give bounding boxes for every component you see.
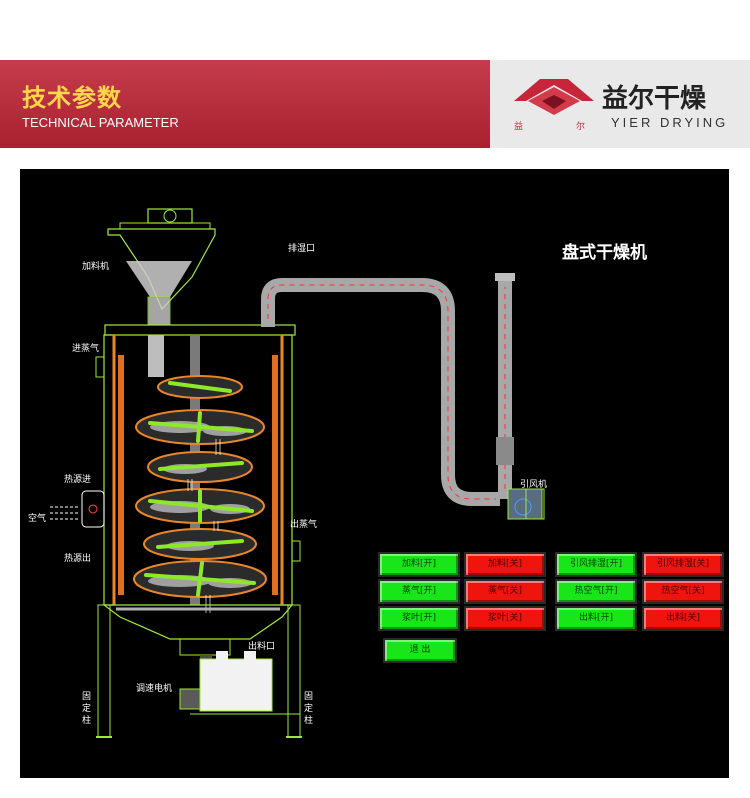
brand-logo-icon	[514, 79, 594, 115]
discharge-off-button[interactable]: 出料[关]	[642, 606, 724, 631]
label-heat-in: 热源进	[64, 475, 92, 485]
brand-name: 益尔干燥	[602, 84, 707, 114]
header-banner: 技术参数 TECHNICAL PARAMETER 益 尔 益尔干燥 YIER D…	[0, 60, 750, 148]
brand-sub-left: 益	[514, 122, 524, 132]
machine-title: 盘式干燥机	[562, 243, 647, 263]
brand-name-en: YIER DRYING	[611, 115, 729, 130]
label-discharge: 出料口	[248, 642, 276, 652]
exit-button[interactable]: 退 出	[383, 638, 457, 663]
section-subtitle: TECHNICAL PARAMETER	[22, 115, 179, 130]
label-feeder: 加料机	[82, 262, 110, 272]
label-motor: 调速电机	[136, 684, 173, 694]
blade-off-button[interactable]: 浆叶[关]	[464, 606, 546, 631]
hot-air-off-button[interactable]: 热空气[关]	[642, 579, 724, 604]
dryer-diagram	[50, 208, 545, 738]
steam-off-button[interactable]: 蒸气[关]	[464, 579, 546, 604]
feed-on-button[interactable]: 加料[开]	[378, 552, 460, 577]
banner-red-panel: 技术参数 TECHNICAL PARAMETER	[0, 60, 490, 148]
fan-exhaust-off-button[interactable]: 引风排湿[关]	[642, 552, 724, 577]
dryer-trays	[133, 375, 267, 613]
discharge-on-button[interactable]: 出料[开]	[555, 606, 637, 631]
label-steam-out: 出蒸气	[290, 520, 318, 530]
scada-screen: 加料机 排湿口 进蒸气 热源进 空气 热源出 出蒸气 引风机 出料口 调速电机 …	[20, 169, 729, 778]
fan-exhaust-on-button[interactable]: 引风排湿[开]	[555, 552, 637, 577]
label-air: 空气	[28, 514, 47, 524]
feed-off-button[interactable]: 加料[关]	[464, 552, 546, 577]
label-pillar-right: 固定柱	[304, 692, 314, 726]
label-pillar-left: 固定柱	[82, 692, 92, 726]
steam-on-button[interactable]: 蒸气[开]	[378, 579, 460, 604]
section-title: 技术参数	[22, 84, 122, 112]
label-fan: 引风机	[520, 480, 548, 490]
brand-panel	[490, 60, 750, 148]
label-heat-out: 热源出	[64, 554, 92, 564]
hot-air-on-button[interactable]: 热空气[开]	[555, 579, 637, 604]
label-exhaust-port: 排湿口	[288, 244, 316, 254]
blade-on-button[interactable]: 浆叶[开]	[378, 606, 460, 631]
brand-sub-right: 尔	[576, 122, 586, 132]
label-steam-in: 进蒸气	[72, 344, 100, 354]
